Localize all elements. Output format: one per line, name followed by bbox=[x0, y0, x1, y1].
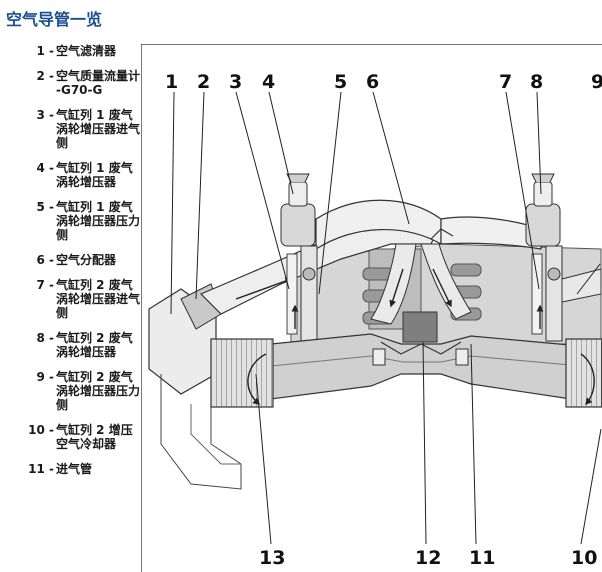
turbo-riser-bank1 bbox=[300, 245, 318, 342]
callout-10: 10 bbox=[571, 547, 597, 569]
legend-number: 9 - bbox=[36, 370, 54, 384]
callout-7: 7 bbox=[499, 71, 512, 93]
turbo-fitting bbox=[302, 267, 316, 281]
legend-item: 3 - 气缸列 1 废气涡轮增压器进气侧 bbox=[0, 108, 140, 150]
legend-item: 2 - 空气质量流量计 -G70-G bbox=[0, 69, 140, 97]
callout-12: 12 bbox=[415, 547, 441, 569]
engine-slot bbox=[450, 263, 482, 277]
turbo-fitting bbox=[547, 267, 561, 281]
legend-number: 1 - bbox=[36, 44, 54, 58]
air-distributor-right bbox=[440, 216, 542, 250]
distributor-nozzle bbox=[430, 228, 454, 240]
legend-number: 3 - bbox=[36, 108, 54, 122]
flow-arrow bbox=[389, 268, 404, 308]
turbo-valve-cap bbox=[531, 173, 555, 183]
legend-number: 7 - bbox=[36, 278, 54, 292]
legend-item: 11 - 进气管 bbox=[0, 462, 140, 476]
throttle-body bbox=[402, 311, 438, 343]
callout-13: 13 bbox=[259, 547, 285, 569]
legend-item: 6 - 空气分配器 bbox=[0, 253, 140, 267]
legend-label: 空气质量流量计 -G70-G bbox=[56, 69, 141, 97]
legend-number: 8 - bbox=[36, 331, 54, 345]
legend-number: 4 - bbox=[36, 161, 54, 175]
charge-air-pipe bbox=[270, 333, 602, 400]
legend-label: 空气滤清器 bbox=[56, 44, 117, 58]
charge-air-pipe-highlight bbox=[270, 355, 582, 367]
legend-number: 10 - bbox=[28, 423, 54, 437]
flow-arrow bbox=[235, 277, 293, 300]
charge-air-cooler-bank2 bbox=[565, 338, 602, 408]
legend-item: 9 - 气缸列 2 废气涡轮增压器压力侧 bbox=[0, 370, 140, 412]
component-legend: 1 - 空气滤清器 2 - 空气质量流量计 -G70-G 3 - 气缸列 1 废… bbox=[0, 44, 140, 487]
flow-arrow bbox=[432, 268, 452, 308]
pipe-clamp bbox=[455, 348, 469, 366]
callout-4: 4 bbox=[262, 71, 275, 93]
legend-number: 11 - bbox=[28, 462, 54, 476]
turbo-inlet-bank2 bbox=[531, 253, 543, 335]
distributor-leg bbox=[420, 243, 472, 320]
turbo-valve bbox=[288, 181, 308, 207]
charge-air-cooler-bank1 bbox=[210, 338, 274, 408]
pipe-clamp bbox=[372, 348, 386, 366]
legend-label: 气缸列 1 废气涡轮增压器 bbox=[56, 161, 133, 189]
flow-arrow bbox=[580, 353, 595, 406]
legend-item: 8 - 气缸列 2 废气涡轮增压器 bbox=[0, 331, 140, 359]
air-duct-illustration: 1 2 3 4 5 6 7 8 9 10 11 12 13 bbox=[141, 44, 602, 572]
leader-lines bbox=[170, 91, 602, 545]
legend-label: 气缸列 1 废气涡轮增压器进气侧 bbox=[56, 108, 141, 150]
legend-item: 10 - 气缸列 2 增压空气冷却器 bbox=[0, 423, 140, 451]
turbo-valve bbox=[533, 181, 553, 207]
turbo-inlet-bank1 bbox=[286, 253, 298, 335]
callout-3: 3 bbox=[229, 71, 242, 93]
callout-8: 8 bbox=[530, 71, 543, 93]
turbo-riser-bank2 bbox=[545, 245, 563, 342]
legend-label: 气缸列 1 废气涡轮增压器压力侧 bbox=[56, 200, 141, 242]
legend-label: 气缸列 2 废气涡轮增压器 bbox=[56, 331, 133, 359]
callout-2: 2 bbox=[197, 71, 210, 93]
turbocharger-bank1 bbox=[280, 203, 316, 247]
legend-label: 气缸列 2 废气涡轮增压器压力侧 bbox=[56, 370, 141, 412]
intake-manifold-junction bbox=[380, 341, 462, 355]
air-filter-outline bbox=[160, 374, 242, 490]
legend-number: 5 - bbox=[36, 200, 54, 214]
legend-label: 气缸列 2 废气涡轮增压器进气侧 bbox=[56, 278, 141, 320]
legend-label: 进气管 bbox=[56, 462, 93, 476]
legend-label: 空气分配器 bbox=[56, 253, 117, 267]
page-title: 空气导管一览 bbox=[6, 10, 103, 29]
distributor-leg bbox=[370, 243, 417, 325]
air-duct-diagram: 1 2 3 4 5 6 7 8 9 10 11 12 13 bbox=[141, 44, 602, 572]
callout-9: 9 bbox=[591, 71, 602, 93]
legend-label: 气缸列 2 增压空气冷却器 bbox=[56, 423, 133, 451]
callout-11: 11 bbox=[469, 547, 495, 569]
callout-6: 6 bbox=[366, 71, 379, 93]
legend-item: 4 - 气缸列 1 废气涡轮增压器 bbox=[0, 161, 140, 189]
callout-1: 1 bbox=[165, 71, 178, 93]
flow-arrow bbox=[247, 353, 267, 405]
legend-number: 2 - bbox=[36, 69, 54, 83]
legend-item: 5 - 气缸列 1 废气涡轮增压器压力侧 bbox=[0, 200, 140, 242]
callout-5: 5 bbox=[334, 71, 347, 93]
legend-number: 6 - bbox=[36, 253, 54, 267]
air-filter-outline bbox=[190, 404, 241, 465]
legend-item: 7 - 气缸列 2 废气涡轮增压器进气侧 bbox=[0, 278, 140, 320]
pressure-side-bank2 bbox=[561, 268, 602, 303]
legend-item: 1 - 空气滤清器 bbox=[0, 44, 140, 58]
